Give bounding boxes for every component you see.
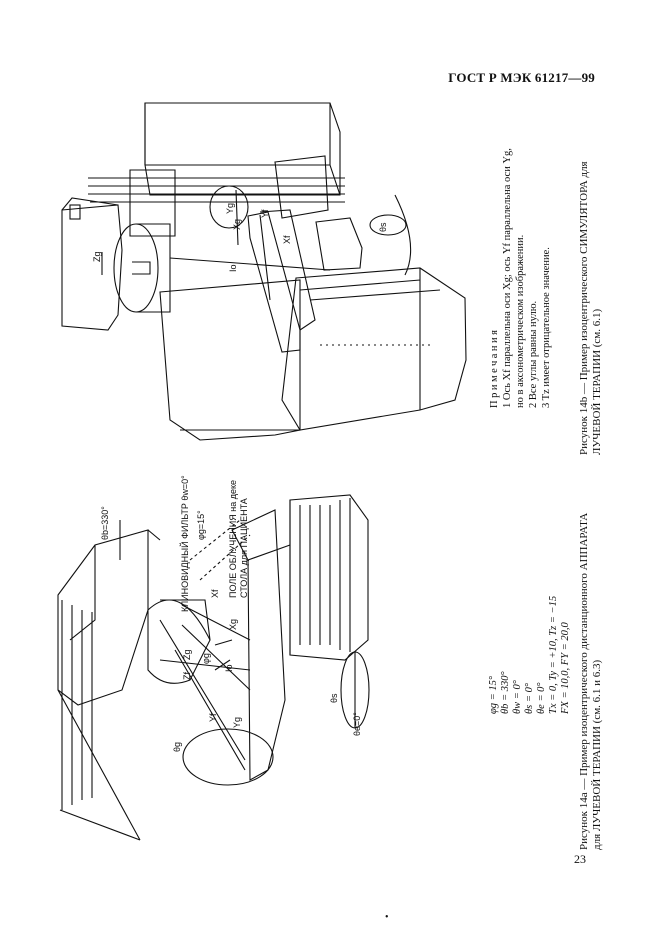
label-zg-a: Zg: [182, 649, 192, 660]
page-number: 23: [574, 852, 586, 866]
label-xg-b: Xg: [232, 219, 242, 230]
label-wedge: КЛИНОВИДНЫЙ ФИЛЬТР θw=0°: [179, 475, 190, 612]
label-field-1: ПОЛЕ ОБЛУЧЕНИЯ на деке: [228, 480, 238, 598]
label-theta-b: θb=330°: [100, 506, 110, 540]
simulator-drawing: [61, 102, 467, 441]
fig-a-labels: θb=330° КЛИНОВИДНЫЙ ФИЛЬТР θw=0° φg=15° …: [100, 475, 362, 752]
label-yf-a: Yf: [208, 713, 218, 722]
label-yg-b: Yg: [225, 203, 235, 214]
label-phi-g: φg=15°: [196, 510, 206, 540]
note-line: 2 Все углы равны нулю.: [528, 300, 539, 408]
label-yg-a: Yg: [232, 717, 242, 728]
label-xg-a: Xg: [228, 619, 238, 630]
label-theta-s-a: θs: [329, 693, 339, 703]
param-line: θw = 0°: [512, 680, 523, 714]
label-zf-a: Zf: [182, 672, 192, 680]
stray-mark: •: [385, 912, 389, 923]
param-line: θs = 0°: [524, 682, 535, 714]
label-theta-a: θg: [172, 742, 182, 752]
label-xf-b: Xf: [282, 235, 292, 244]
param-line: Tx = 0, Ty = +10, Tz = −15: [548, 595, 559, 714]
fig-b-labels: Zg Yg Xg Yf Xf Io θs: [92, 203, 388, 272]
label-io-a: Io: [224, 664, 234, 672]
figure-b-caption-line2: ЛУЧЕВОЙ ТЕРАПИИ (см. 6.1): [591, 308, 603, 455]
label-phi-a: φg: [201, 653, 211, 664]
standard-header: ГОСТ Р МЭК 61217—99: [448, 70, 595, 85]
note-line: 1 Ось Xf параллельна оси Xg; ось Yf пара…: [502, 148, 513, 408]
note-line: но в аксонометрическом изображении.: [515, 234, 526, 408]
label-field-2: СТОЛА для ПАЦИЕНТА: [239, 498, 249, 598]
label-xf-a: Xf: [210, 589, 220, 598]
param-line: φg = 15°: [488, 675, 499, 714]
label-theta-s-b: θs: [378, 222, 388, 232]
param-line: θe = 0°: [536, 682, 547, 714]
figure-a-caption-line1: Рисунок 14а — Пример изоцентрического ди…: [578, 512, 590, 850]
note-line: 3 Tz имеет отрицательное значение.: [541, 247, 552, 408]
figure-b-caption-line1: Рисунок 14b — Пример изоцентрического СИ…: [578, 161, 590, 455]
teletherapy-drawing: [57, 494, 370, 841]
label-yf-b: Yf: [260, 209, 270, 218]
label-io-b: Io: [228, 264, 238, 272]
param-line: FX = 10,0, FY = 20,0: [560, 622, 571, 714]
label-zg-b: Zg: [92, 251, 102, 262]
figure-a-caption-line2: для ЛУЧЕВОЙ ТЕРАПИИ (см. 6.1 и 6.3): [591, 659, 603, 850]
figure-a-params: φg = 15° θb = 330° θw = 0° θs = 0° θe = …: [488, 596, 572, 714]
label-theta-e: θe=0°: [352, 712, 362, 736]
figure-b-caption: Рисунок 14b — Пример изоцентрического СИ…: [578, 161, 604, 455]
figure-a-caption: Рисунок 14а — Пример изоцентрического ди…: [578, 430, 604, 850]
param-line: θb = 330°: [500, 671, 511, 714]
notes-title: Примечания: [489, 327, 500, 408]
figure-b-notes: Примечания 1 Ось Xf параллельна оси Xg; …: [488, 148, 553, 408]
